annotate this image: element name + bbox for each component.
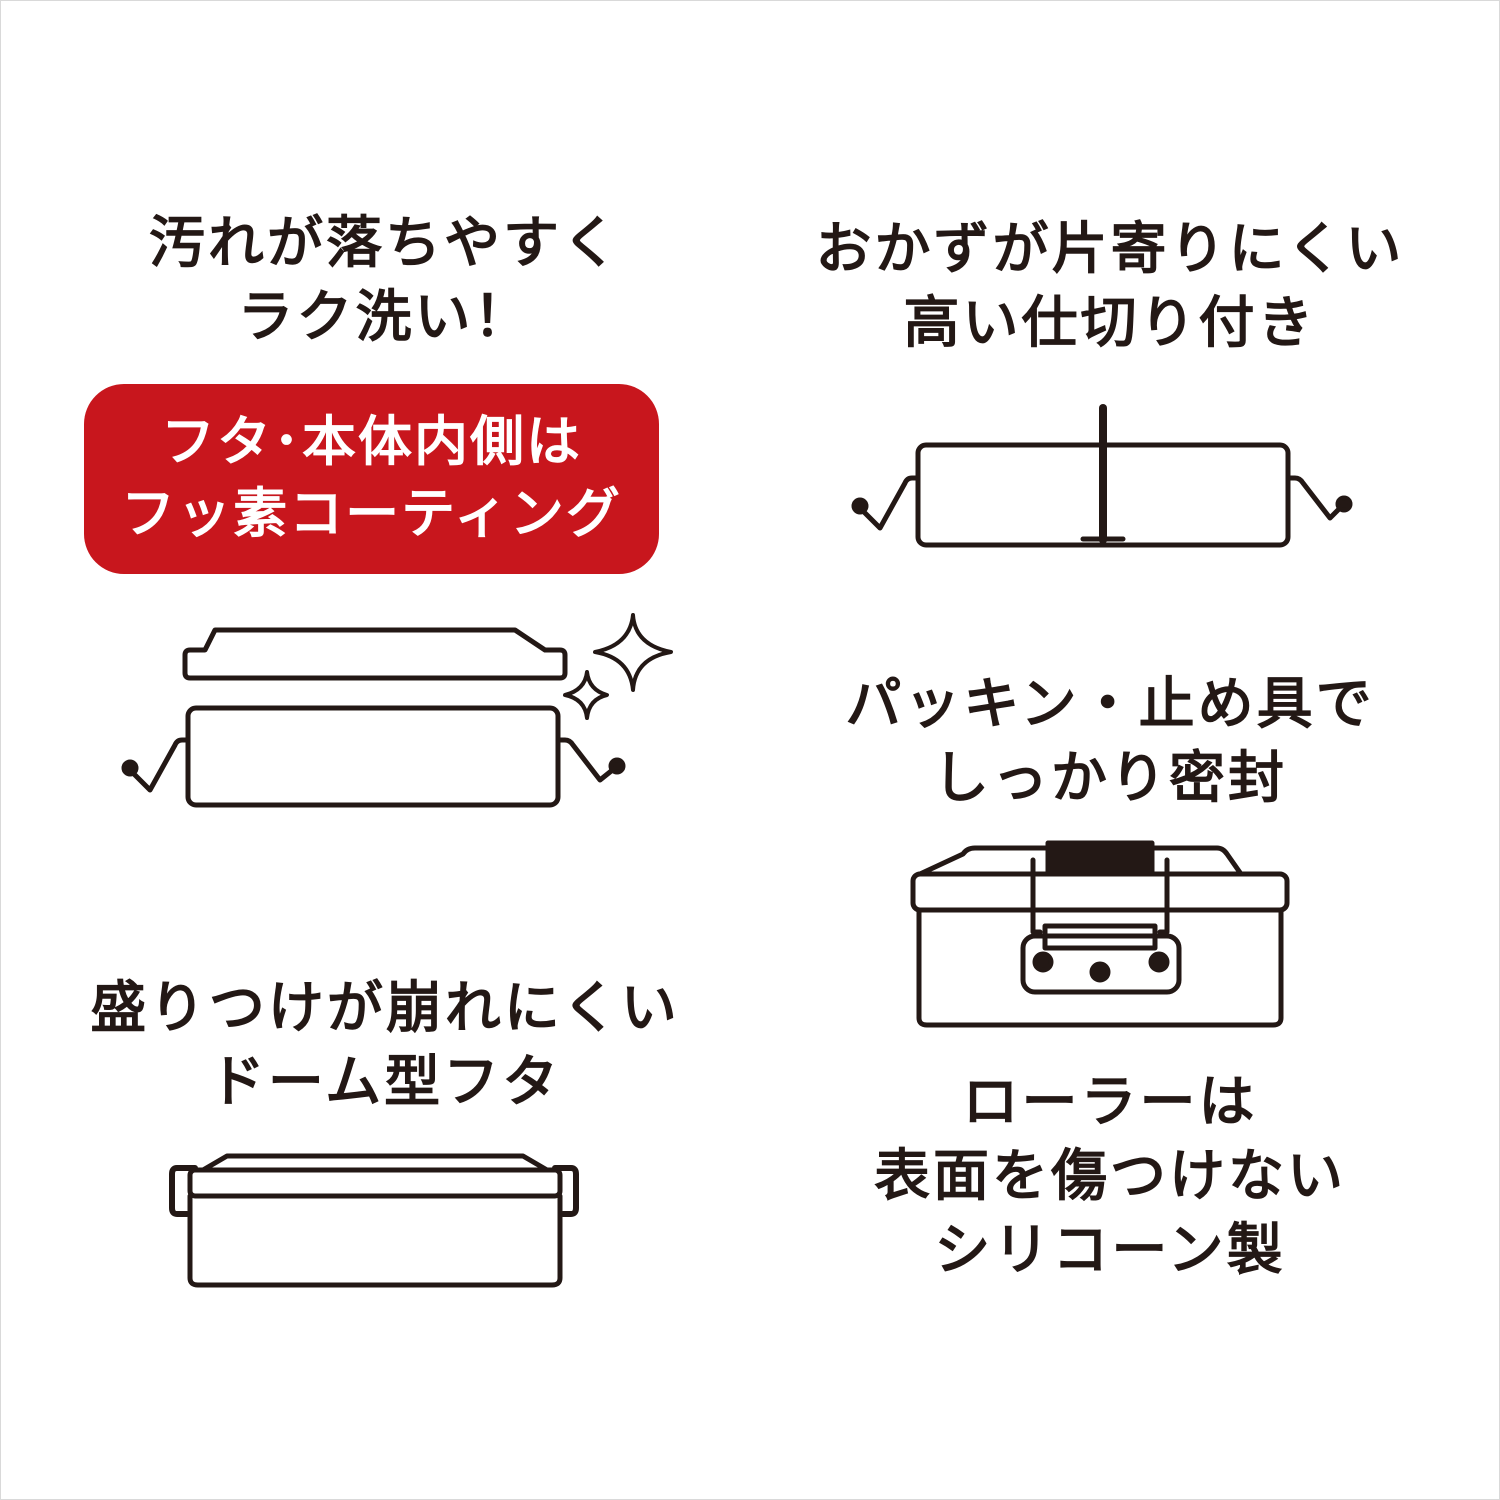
coating-badge: フタ･本体内側は フッ素コーティング [84, 384, 659, 574]
heading-seal: パッキン・止め具で しっかり密封 [820, 668, 1400, 816]
heading-easy-wash-line-2: ラク洗い！ [237, 285, 533, 350]
heading-dome-lid-line-2: ドーム型フタ [208, 1050, 562, 1115]
lunchbox-dome-lid-icon [169, 1153, 579, 1288]
coating-badge-line-2: フッ素コーティング [121, 482, 622, 545]
lunchbox-partition-icon [851, 404, 1353, 548]
heading-seal-line-2: しっかり密封 [933, 746, 1287, 811]
heading-roller-line-3: シリコーン製 [934, 1218, 1286, 1283]
heading-easy-wash-line-1: 汚れが落ちやすく [149, 211, 621, 276]
heading-partition-line-1: おかずが片寄りにくい [815, 217, 1405, 282]
lunchbox-latch-seal-icon [910, 840, 1290, 1028]
coating-badge-line-1: フタ･本体内側は [161, 410, 582, 473]
lunchbox-lid-open-sparkle-icon [121, 613, 673, 808]
heading-roller-line-1: ローラーは [962, 1070, 1258, 1135]
heading-roller-line-2: 表面を傷つけない [874, 1144, 1346, 1209]
heading-dome-lid-line-1: 盛りつけが崩れにくい [90, 976, 680, 1041]
heading-seal-line-1: パッキン・止め具で [845, 672, 1375, 737]
heading-easy-wash: 汚れが落ちやすく ラク洗い！ [60, 207, 710, 355]
heading-partition-line-2: 高い仕切り付き [903, 291, 1317, 356]
heading-partition: おかずが片寄りにくい 高い仕切り付き [790, 213, 1430, 361]
heading-dome-lid: 盛りつけが崩れにくい ドーム型フタ [60, 972, 710, 1120]
heading-roller: ローラーは 表面を傷つけない シリコーン製 [810, 1066, 1410, 1288]
